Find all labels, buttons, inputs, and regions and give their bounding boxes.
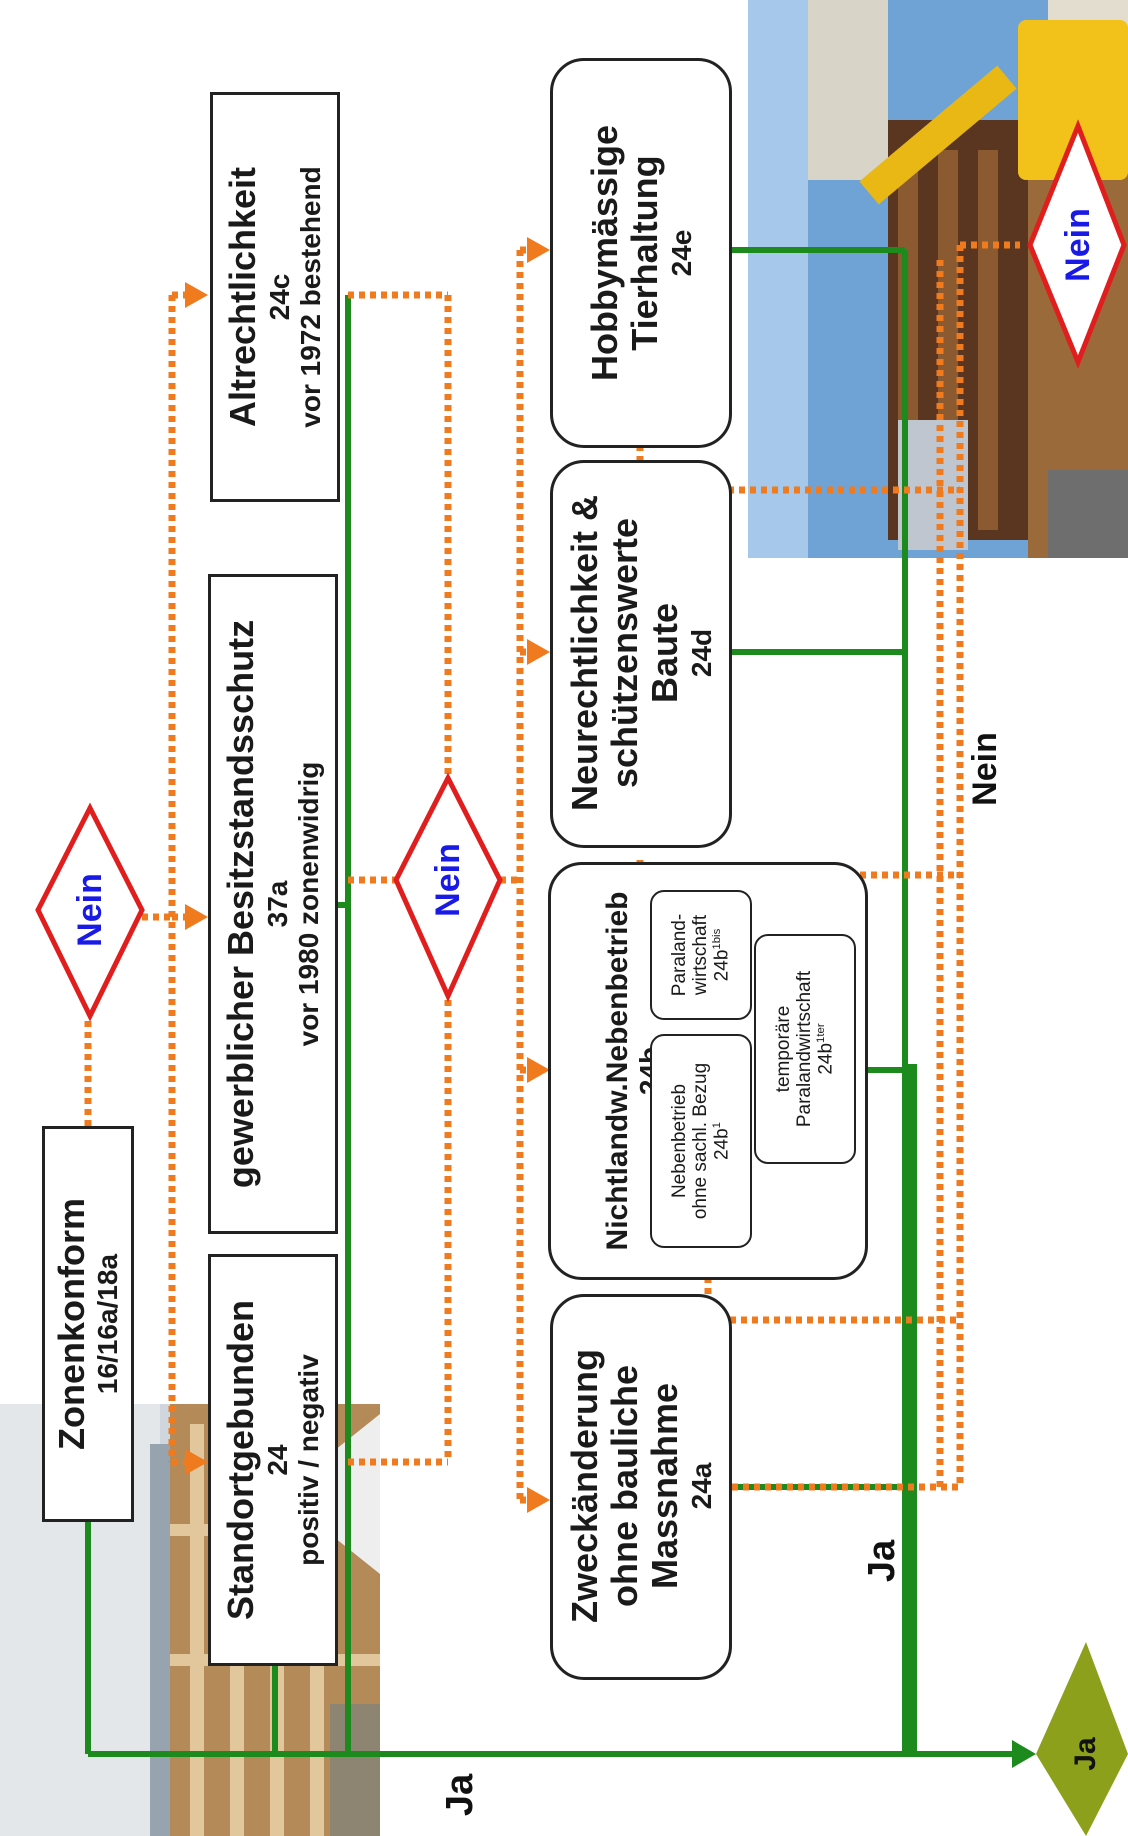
besitzstand-box xyxy=(208,574,338,1234)
ja-diamond-shape xyxy=(1036,1642,1128,1836)
nein-decision-2: Nein xyxy=(423,830,473,930)
zweck-box xyxy=(550,1294,732,1680)
nein-decision-1: Nein xyxy=(65,860,115,960)
ja-label-left: Ja xyxy=(435,1755,485,1835)
nein-decision-1-text: Nein xyxy=(70,873,109,947)
ja-decision: Ja xyxy=(1061,1704,1111,1804)
paraland-box xyxy=(650,890,752,1020)
ja-label-middle-text: Ja xyxy=(860,1539,903,1583)
nein-decision-3-text: Nein xyxy=(1058,208,1097,282)
altrecht-box xyxy=(210,92,340,502)
zonenkonform-box xyxy=(42,1126,134,1522)
neben-sachl-box xyxy=(650,1034,752,1248)
nein-diamond-3-shape xyxy=(1027,119,1127,369)
nein-diamond-2-shape xyxy=(393,772,503,1003)
ja-label-left-text: Ja xyxy=(438,1773,481,1817)
ja-label-middle: Ja xyxy=(857,1521,907,1601)
nein-diamond-1-shape xyxy=(35,802,145,1022)
ja-decision-text: Ja xyxy=(1069,1737,1103,1771)
nein-label-right: Nein xyxy=(960,719,1010,819)
standortgebunden-box xyxy=(208,1254,338,1666)
hobby-box xyxy=(550,58,732,448)
nein-decision-3: Nein xyxy=(1053,195,1103,295)
nein-decision-2-text: Nein xyxy=(428,843,467,917)
neurecht-box xyxy=(550,460,732,848)
nein-label-right-text: Nein xyxy=(965,732,1004,806)
temporaer-box xyxy=(754,934,856,1164)
